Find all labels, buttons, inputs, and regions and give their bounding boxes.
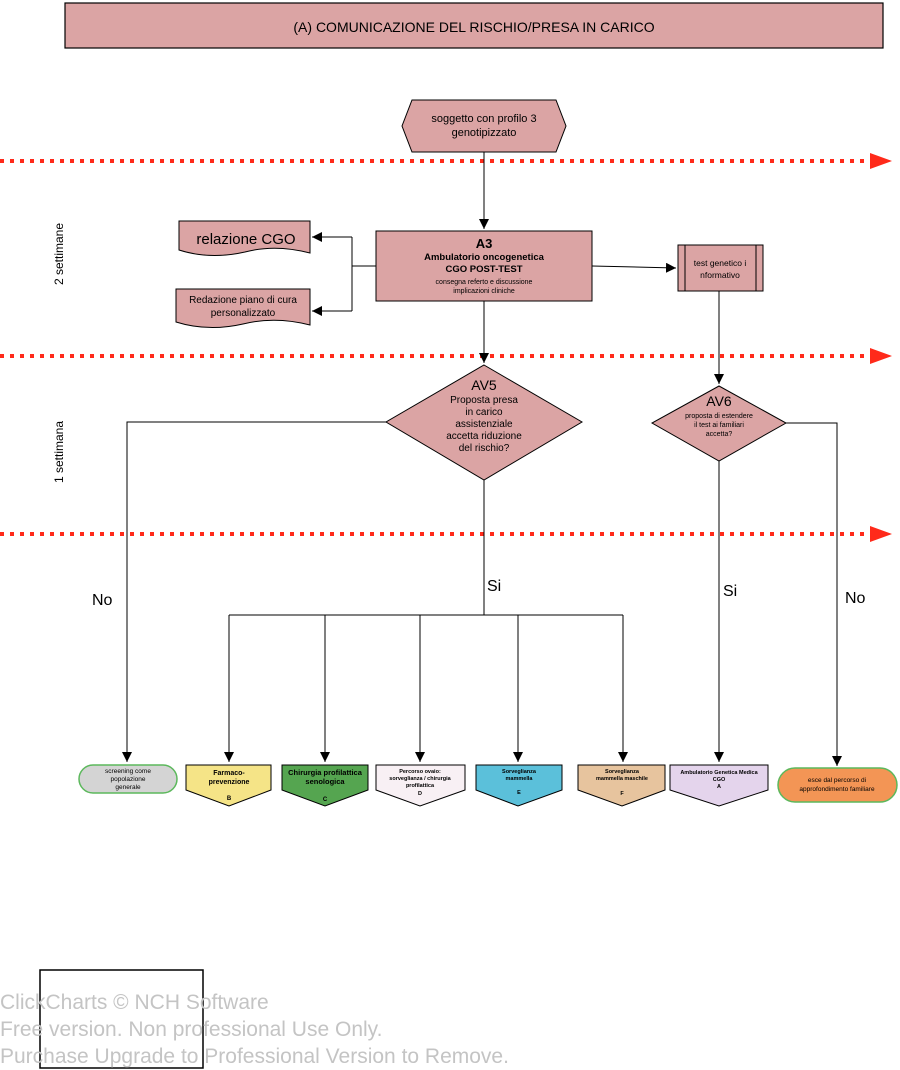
screening-line2: popolazione xyxy=(110,776,145,783)
av6-decision: AV6 proposta di estendere il test ai fam… xyxy=(650,385,788,462)
start-node: soggetto con profilo 3 genotipizzato xyxy=(401,99,567,153)
maschile-line2: mammella maschile xyxy=(596,776,648,782)
redazione-piano-node: Redazione piano di cura personalizzato xyxy=(175,288,311,329)
av5-line2: in carico xyxy=(465,407,503,418)
watermark-box xyxy=(39,969,204,1069)
mammella-letter: E xyxy=(517,790,521,796)
a3-sub-line2: implicazioni cliniche xyxy=(453,288,515,295)
relazione-cgo-label: relazione CGO xyxy=(196,231,295,248)
esce-line1: esce dal percorso di xyxy=(808,777,866,784)
farmaco-line2: prevenzione xyxy=(209,779,250,786)
av6-code: AV6 xyxy=(706,393,732,409)
a3-node: A3 Ambulatorio oncogenetica CGO POST-TES… xyxy=(375,230,593,302)
a3-title-line1: Ambulatorio oncogenetica xyxy=(424,252,545,263)
esce-line2: approfondimento familiare xyxy=(799,786,875,793)
outcome-ovaio: Percorso ovaio: sorveglianza / chirurgia… xyxy=(375,764,466,807)
outcome-chirurgia: Chirurgia profilattica senologica C xyxy=(281,764,369,807)
branch-label-no-right: No xyxy=(845,590,866,607)
ovaio-line3: profilattica xyxy=(406,783,435,789)
redazione-line1: Redazione piano di cura xyxy=(189,295,297,306)
genetica-line2: CGO xyxy=(713,777,726,783)
mammella-line1: Sorveglianza xyxy=(502,769,537,775)
header-box: (A) COMUNICAZIONE DEL RISCHIO/PRESA IN C… xyxy=(64,2,884,49)
outcome-genetica: Ambulatorio Genetica Medica CGO A xyxy=(669,764,769,807)
farmaco-line1: Farmaco- xyxy=(213,770,245,777)
screening-line1: screening come xyxy=(105,768,151,775)
farmaco-letter: B xyxy=(227,796,232,802)
redazione-line2: personalizzato xyxy=(211,308,276,319)
a3-sub-line1: consegna referto e discussione xyxy=(436,279,533,286)
ovaio-line1: Percorso ovaio: xyxy=(399,769,441,775)
a3-code: A3 xyxy=(476,236,493,251)
av5-line5: del rischio? xyxy=(459,443,510,454)
screening-line3: generale xyxy=(115,784,141,791)
outcome-screening: screening come popolazione generale xyxy=(78,764,178,794)
header-title: (A) COMUNICAZIONE DEL RISCHIO/PRESA IN C… xyxy=(293,19,654,35)
av5-decision: AV5 Proposta presa in carico assistenzia… xyxy=(385,364,583,481)
av5-line1: Proposta presa xyxy=(450,395,518,406)
av6-line1: proposta di estendere xyxy=(685,413,753,420)
start-node-line2: genotipizzato xyxy=(452,127,517,139)
branch-label-no-left: No xyxy=(92,592,113,609)
timeline-label-1-settimana: 1 settimana xyxy=(52,421,66,483)
relazione-cgo-node: relazione CGO xyxy=(178,220,311,257)
chirurgia-letter: C xyxy=(323,797,328,803)
test-genetico-node: test genetico i nformativo xyxy=(677,244,764,292)
branch-label-si-mid: Si xyxy=(487,578,501,595)
av6-line2: il test ai familiari xyxy=(694,422,744,429)
av5-line3: assistenziale xyxy=(455,419,513,430)
av5-code: AV5 xyxy=(471,377,497,393)
mammella-line2: mammella xyxy=(506,776,534,782)
watermark-line-2: Free version. Non professional Use Only. xyxy=(0,1018,383,1041)
timeline-separators xyxy=(0,153,892,542)
test-genetico-line2: nformativo xyxy=(700,270,740,280)
maschile-letter: F xyxy=(620,791,624,797)
genetica-letter: A xyxy=(717,784,721,790)
branch-label-si-right: Si xyxy=(723,583,737,600)
ovaio-line2: sorveglianza / chirurgia xyxy=(389,776,451,782)
test-genetico-line1: test genetico i xyxy=(694,258,747,268)
a3-title-line2: CGO POST-TEST xyxy=(445,264,522,275)
chirurgia-line2: senologica xyxy=(305,777,345,786)
outcome-farmaco: Farmaco- prevenzione B xyxy=(185,764,272,807)
maschile-line1: Sorveglianza xyxy=(605,769,640,775)
chirurgia-line1: Chirurgia profilattica xyxy=(288,768,363,777)
outcome-mammella: Sorveglianza mammella E xyxy=(475,764,563,807)
timeline-label-2-settimane: 2 settimane xyxy=(52,223,66,285)
start-node-line1: soggetto con profilo 3 xyxy=(431,113,536,125)
av5-line4: accetta riduzione xyxy=(446,431,522,442)
ovaio-letter: D xyxy=(418,791,422,797)
av6-line3: accetta? xyxy=(706,431,733,438)
watermark-line-1: ClickCharts © NCH Software xyxy=(0,991,269,1014)
watermark-line-3: Purchase Upgrade to Professional Version… xyxy=(0,1045,509,1068)
connectors xyxy=(122,152,842,766)
genetica-line1: Ambulatorio Genetica Medica xyxy=(680,770,758,776)
outcome-maschile: Sorveglianza mammella maschile F xyxy=(577,764,666,807)
outcome-esce: esce dal percorso di approfondimento fam… xyxy=(777,767,898,803)
